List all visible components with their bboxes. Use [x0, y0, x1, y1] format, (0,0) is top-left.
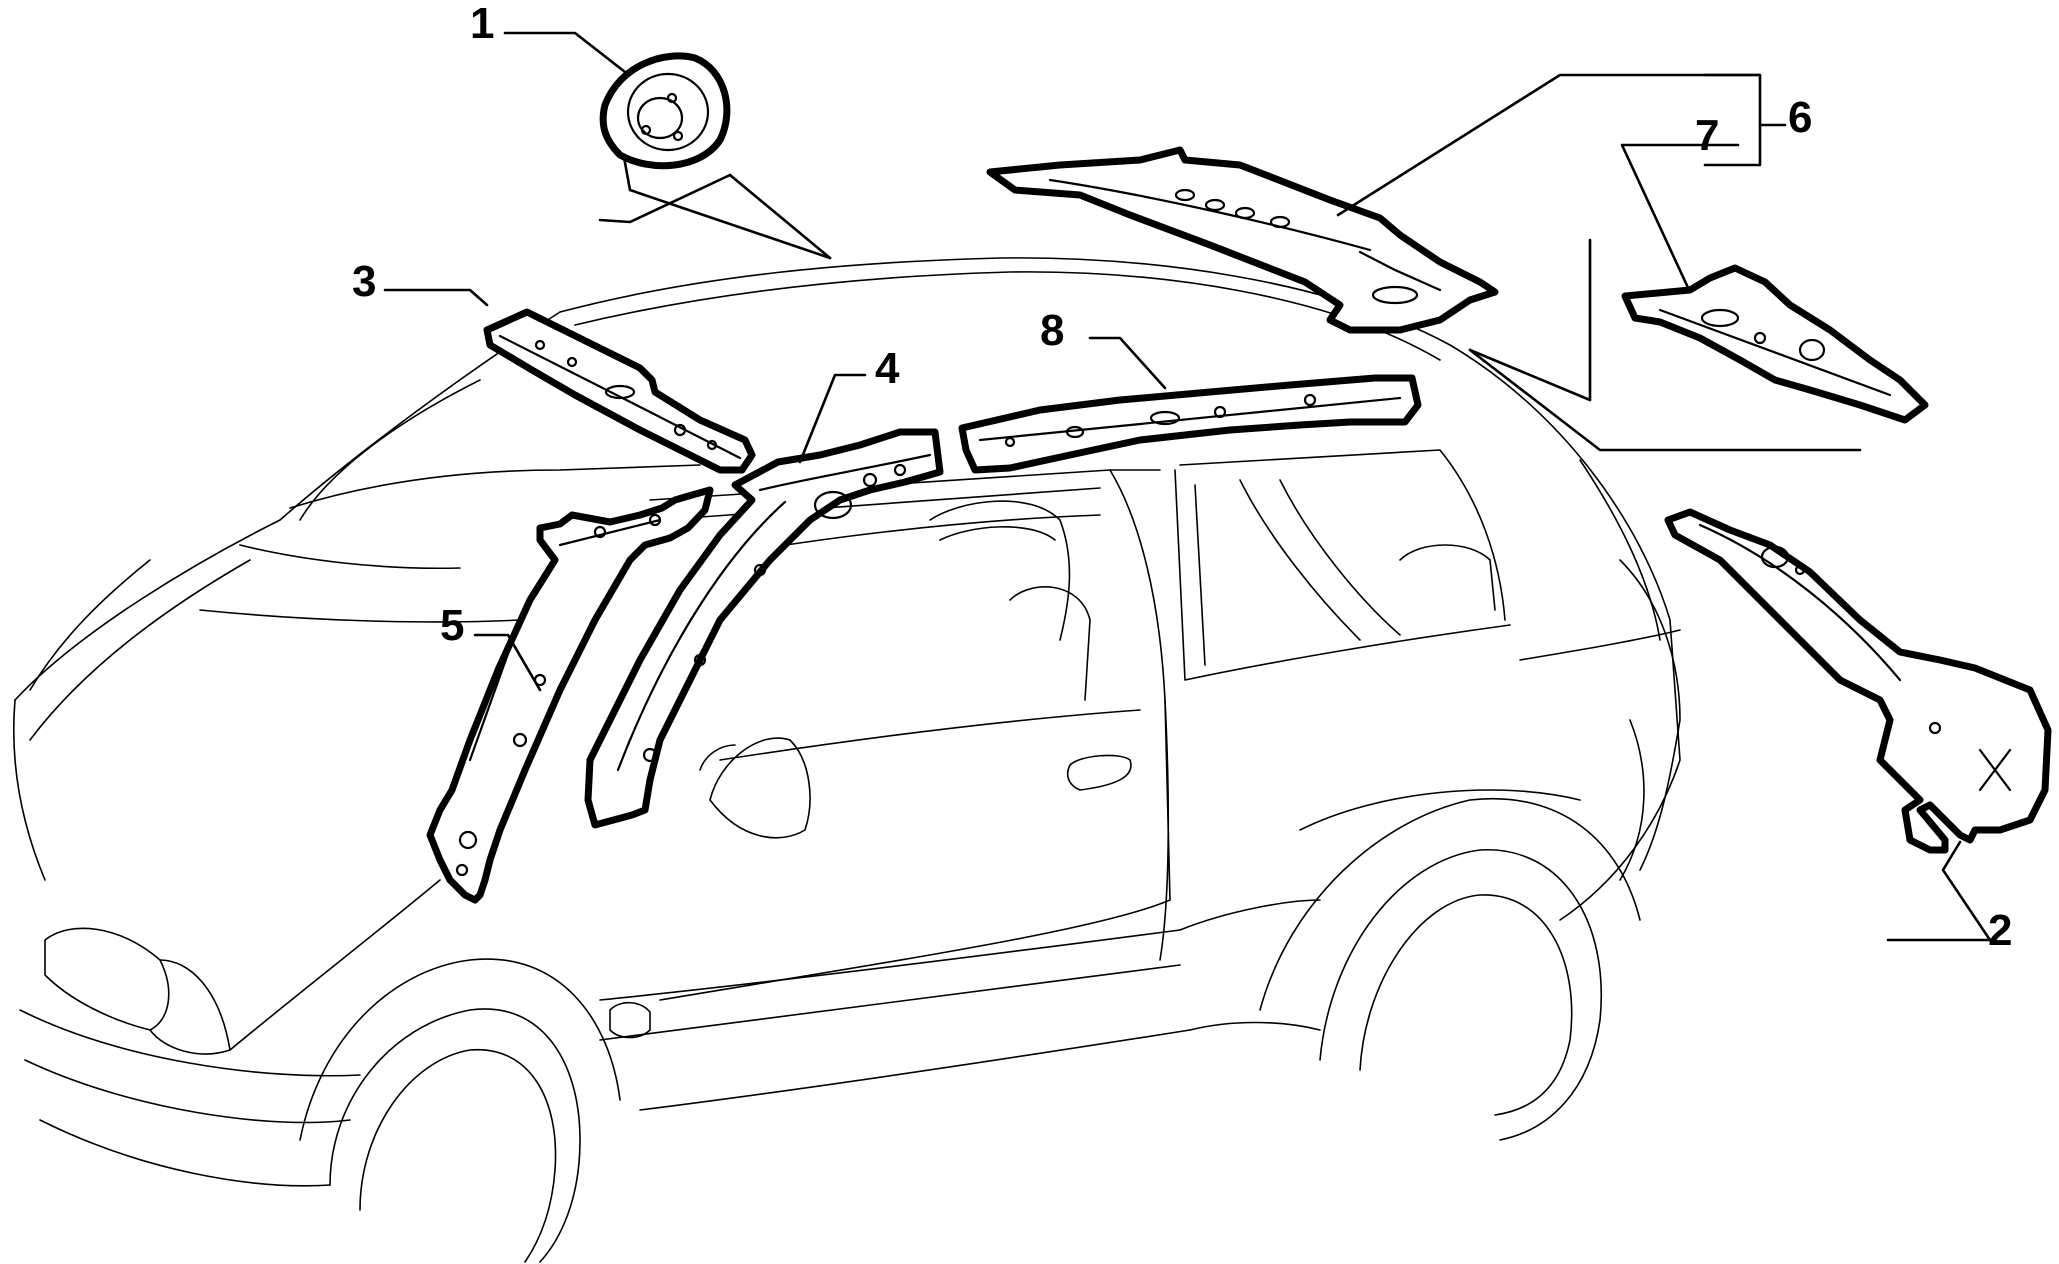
part-6-rear-roof-panel: [986, 146, 1499, 334]
leader-1: [503, 31, 627, 74]
part-4-a-pillar-inner: [584, 428, 944, 829]
leader-6: [1336, 73, 1762, 217]
leader-2: [1886, 840, 1992, 942]
callout-5: 5: [440, 601, 464, 650]
leader-6-bracket: [1703, 73, 1762, 167]
callout-1: 1: [470, 0, 494, 48]
part-1-grommet: [599, 52, 731, 170]
car-body-outline: [12, 257, 1681, 1263]
leader-lines: [383, 31, 1992, 942]
callout-labels: 1 2 3 4 5 6 7 8: [352, 0, 2012, 955]
callout-6: 6: [1788, 93, 1812, 142]
leader-3: [383, 288, 489, 307]
leader-4: [798, 373, 867, 464]
part-2-rear-wheelhouse: [1664, 508, 2052, 854]
orientation-marks: [598, 106, 1862, 452]
callout-8: 8: [1040, 306, 1064, 355]
leader-8: [1088, 336, 1167, 390]
callout-4: 4: [875, 344, 900, 393]
leader-7: [1620, 143, 1740, 294]
callout-3: 3: [352, 257, 376, 306]
part-7-rear-quarter-upper: [1621, 264, 1929, 424]
part-8-roof-rail: [958, 374, 1422, 474]
part-3-front-header: [483, 308, 756, 474]
callout-2: 2: [1988, 906, 2012, 955]
leader-5: [473, 633, 542, 692]
callout-7: 7: [1695, 111, 1719, 160]
